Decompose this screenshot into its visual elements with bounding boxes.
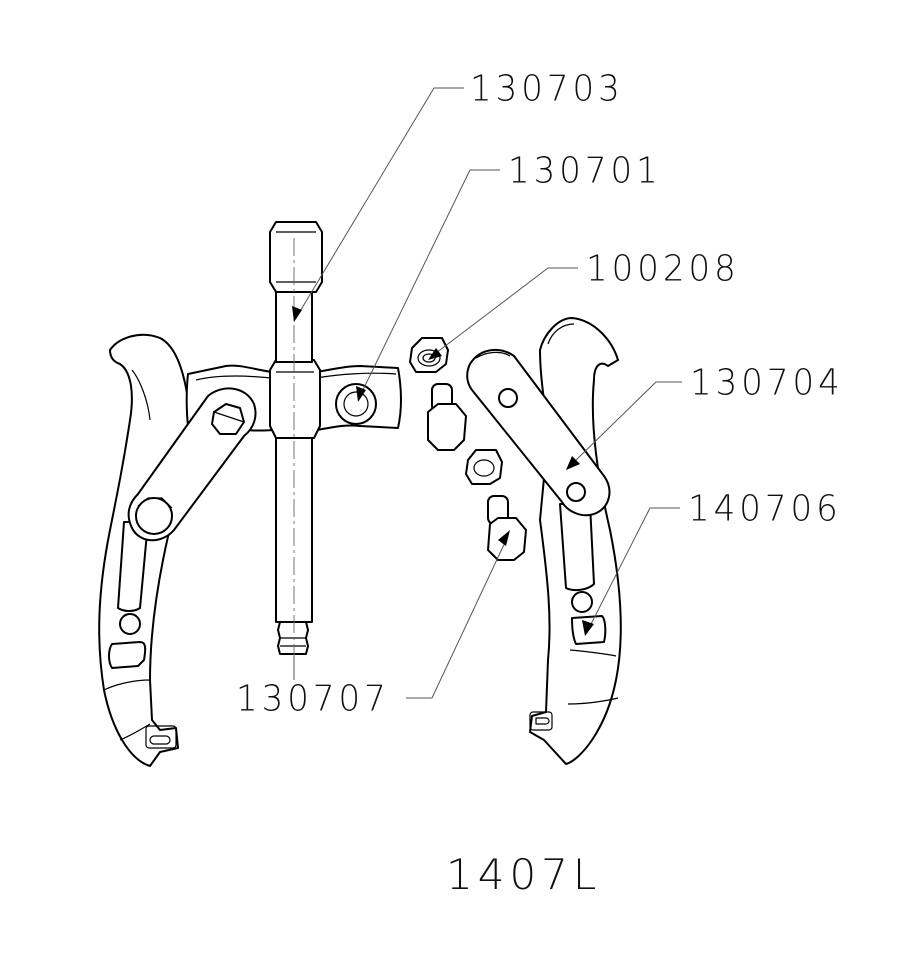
- right-link-arm: [466, 348, 611, 517]
- hardware-exploded: [409, 337, 527, 561]
- forcing-screw: [269, 221, 323, 672]
- left-link-arm: [127, 387, 257, 542]
- callout-hex-nut: 100208: [586, 248, 740, 290]
- yoke: [185, 359, 402, 439]
- callout-yoke: 130701: [508, 150, 662, 192]
- callout-link-arm: 130704: [690, 362, 844, 404]
- callout-forcing-screw: 130703: [470, 68, 624, 110]
- right-jaw: [529, 317, 622, 765]
- model-number: 1407L: [446, 850, 602, 899]
- left-jaw: [98, 333, 197, 767]
- callout-hex-bolt: 130707: [236, 678, 390, 720]
- leader-lines: [292, 87, 682, 699]
- callout-jaw: 140706: [688, 488, 842, 530]
